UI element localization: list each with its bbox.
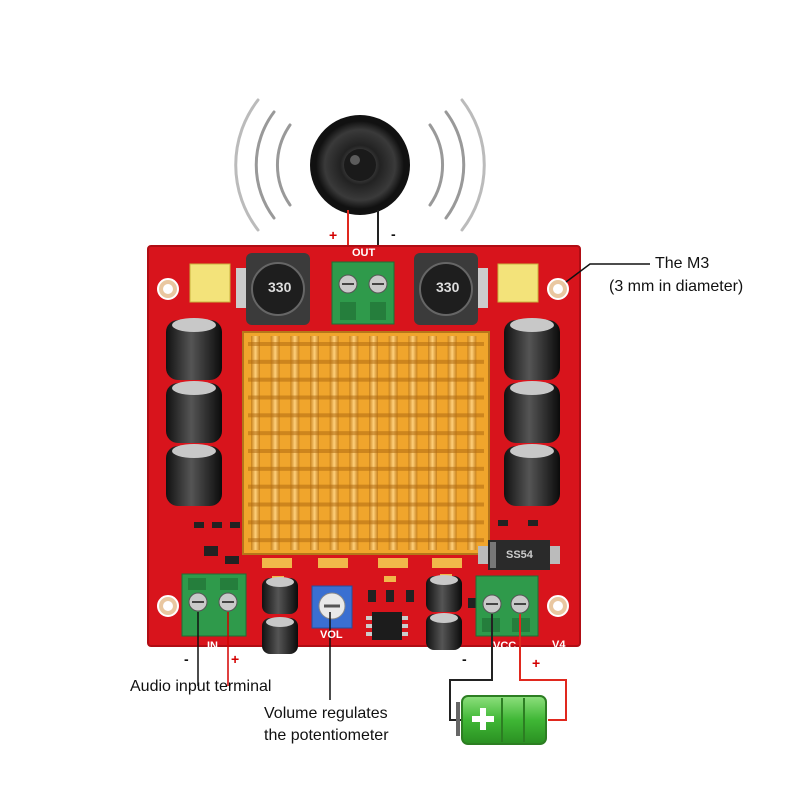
- mounting-holes: [157, 278, 569, 617]
- heatsink-groove: [248, 449, 484, 453]
- diode-label: SS54: [506, 549, 533, 561]
- volume-label-line1: Volume regulates: [264, 705, 388, 722]
- capacitors-left: [166, 318, 222, 506]
- battery-wire-black: [449, 614, 493, 721]
- heatsink: [242, 331, 490, 555]
- input-plus-sign: +: [231, 651, 240, 667]
- small-capacitors-bottom: [262, 575, 462, 654]
- speaker-plus-sign: +: [329, 227, 338, 243]
- input-minus-sign: -: [184, 651, 189, 667]
- ss54-diode: [478, 540, 560, 570]
- heatsink-groove: [248, 538, 484, 543]
- heatsink-groove: [248, 359, 484, 364]
- callout-lines: [197, 263, 650, 700]
- smd-components: [194, 520, 538, 608]
- inductor-right: [414, 253, 478, 325]
- heatsink-groove: [248, 413, 484, 418]
- vcc-plus-sign: +: [532, 655, 541, 671]
- heatsink-fin: [447, 336, 457, 550]
- vcc-terminal: [475, 575, 539, 637]
- heatsink-fin: [270, 336, 280, 550]
- heatsink-fin: [408, 336, 418, 550]
- v4-label: V4: [552, 639, 566, 651]
- heatsink-fin: [349, 336, 359, 550]
- m3-title-label: The M3: [655, 255, 710, 272]
- heatsink-fin: [428, 336, 437, 550]
- heatsink-fin: [329, 336, 339, 550]
- heatsink-groove: [248, 520, 484, 525]
- in-label: IN: [207, 640, 218, 652]
- inductor-left-label: 330: [268, 279, 292, 295]
- vcc-minus-sign: -: [462, 651, 467, 667]
- battery-wire-red: [519, 614, 567, 721]
- heatsink-groove: [248, 466, 484, 471]
- heatsink-groove: [248, 342, 484, 346]
- inductor-right-label: 330: [436, 279, 460, 295]
- inductor-left: [246, 253, 310, 325]
- sound-waves: [234, 98, 486, 232]
- heatsink-fin: [251, 336, 260, 550]
- capacitors-right: [504, 318, 560, 506]
- vcc-label: VCC: [493, 640, 517, 652]
- out-label: OUT: [352, 247, 376, 259]
- speaker-icon: [310, 115, 410, 215]
- ic-chip: [366, 612, 408, 640]
- battery-icon: [456, 695, 547, 745]
- film-capacitors: [189, 263, 539, 303]
- heatsink-groove: [248, 502, 484, 507]
- m3-detail-label: (3 mm in diameter): [609, 278, 744, 295]
- volume-label-line2: the potentiometer: [264, 727, 389, 744]
- vol-label: VOL: [320, 629, 343, 641]
- heatsink-groove: [248, 431, 484, 436]
- heatsink-fin: [290, 336, 300, 550]
- heatsink-groove: [248, 395, 484, 400]
- heatsink-fin: [388, 336, 398, 550]
- input-terminal: [181, 573, 247, 637]
- heatsink-groove: [248, 377, 484, 382]
- audio-input-label: Audio input terminal: [130, 678, 272, 695]
- heatsink-fin: [467, 336, 477, 550]
- speaker-minus-sign: -: [391, 226, 396, 242]
- volume-potentiometer: [311, 585, 353, 629]
- output-terminal: [331, 261, 395, 325]
- heatsink-fin: [369, 336, 378, 550]
- heatsink-fin: [310, 336, 319, 550]
- heatsink-groove: [248, 484, 484, 489]
